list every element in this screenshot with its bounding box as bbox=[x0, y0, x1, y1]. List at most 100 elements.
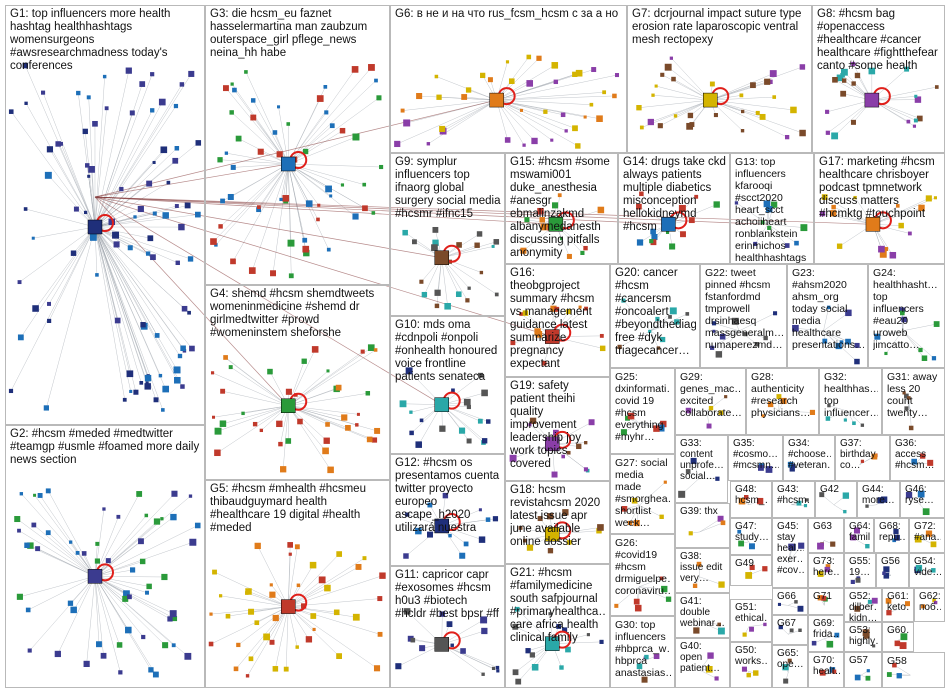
group-cell-g40: G40: open patient… bbox=[675, 638, 730, 688]
group-cell-g18: G18: hcsm revistahcsm 2020 latest issue … bbox=[505, 481, 610, 564]
group-label: G47: study… bbox=[735, 521, 768, 543]
group-cell-g22: G22: tweet pinned #hcsm fstanfordmd tmpr… bbox=[700, 264, 787, 368]
group-label: G60… bbox=[887, 625, 910, 636]
group-label: G44: more… bbox=[862, 484, 896, 506]
group-label: G16: theobgproject summary #hcsm vs mana… bbox=[510, 267, 606, 371]
group-cell-g23: G23: #ahsm2020 ahsm_org today social med… bbox=[787, 264, 868, 368]
group-cell-g25: G25: dxinformati… covid 19 #hcsm everyth… bbox=[610, 368, 675, 454]
group-label: G39: thx bbox=[680, 506, 726, 517]
group-cell-g68: G68: repu… bbox=[874, 518, 909, 553]
group-cell-g71: G71 bbox=[808, 588, 844, 615]
group-label: G21: #hcsm #familymedicine south safpjou… bbox=[510, 567, 606, 645]
group-cell-g10: G10: mds oma #cdnpoli #onpoli #onhealth … bbox=[390, 316, 505, 454]
group-cell-g65: G65: ope… bbox=[772, 645, 808, 688]
group-cell-g28: G28: authenticity #research physicians… bbox=[746, 368, 819, 435]
group-cell-g69: G69: frida… bbox=[808, 615, 844, 652]
group-label: G68: repu… bbox=[879, 521, 905, 543]
group-label: G40: open patient… bbox=[680, 641, 726, 674]
group-cell-g62: G62: поб… bbox=[914, 588, 945, 622]
group-cell-g51: G51: ethical… bbox=[730, 599, 772, 642]
group-label: G48: hcsm_… bbox=[735, 484, 768, 506]
group-cell-g50: G50: works… bbox=[730, 642, 772, 688]
group-cell-g54: G54: vide… bbox=[909, 553, 945, 588]
group-label: G9: symplur influencers top ifnaorg glob… bbox=[395, 156, 501, 221]
group-label: G12: #hcsm os presentamos cuenta twitter… bbox=[395, 457, 501, 535]
group-label: G62: поб… bbox=[919, 591, 941, 613]
group-cell-g8: G8: #hcsm bag #openaccess #healthcare #c… bbox=[812, 5, 945, 153]
group-label: G31: away less 20 count twenty… bbox=[887, 371, 941, 419]
group-cell-g53: G53: highly… bbox=[844, 622, 882, 652]
group-cell-g37: G37: birthday co… bbox=[835, 435, 890, 481]
group-cell-g45: G45: stay heal… exer… #cov… bbox=[772, 518, 808, 588]
group-label: G4: shemd #hcsm shemdtweets womeninmedic… bbox=[210, 288, 386, 340]
group-cell-g24: G24: healthhasht… top influencers #eau20… bbox=[868, 264, 945, 368]
group-label: G3: die hcsm_eu faznet hasselermartina m… bbox=[210, 8, 386, 60]
group-label: G19: safety patient theihi quality impro… bbox=[510, 380, 606, 471]
group-label: G11: capricor capr #exosomes #hcsm h0u3 … bbox=[395, 569, 501, 621]
group-cell-g14: G14: drugs take ckd always patients mult… bbox=[618, 153, 730, 264]
group-cell-g15: G15: #hcsm #some mswami001 duke_anesthes… bbox=[505, 153, 618, 264]
group-cell-g57: G57 bbox=[844, 652, 882, 688]
group-label: G38: issue edit very… bbox=[680, 551, 726, 584]
group-label: G58 bbox=[887, 655, 941, 667]
group-label: G14: drugs take ckd always patients mult… bbox=[623, 156, 726, 234]
group-label: G18: hcsm revistahcsm 2020 latest issue … bbox=[510, 484, 606, 549]
group-label: G37: birthday co… bbox=[840, 438, 886, 471]
group-cell-g16: G16: theobgproject summary #hcsm vs mana… bbox=[505, 264, 610, 377]
group-cell-g4: G4: shemd #hcsm shemdtweets womeninmedic… bbox=[205, 285, 390, 480]
group-label: G63 bbox=[813, 521, 840, 532]
group-cell-g61: G61: keto… bbox=[882, 588, 914, 622]
group-cell-g33: G33: content unprofe… social… bbox=[675, 435, 728, 503]
group-label: G35: #cosmo… #mcsmn… bbox=[733, 438, 779, 471]
group-cell-g35: G35: #cosmo… #mcsmn… bbox=[728, 435, 783, 481]
group-cell-g31: G31: away less 20 count twenty… bbox=[882, 368, 945, 435]
group-label: G65: ope… bbox=[777, 648, 804, 670]
group-label: G30: top influencers #hbprca_w… hbprca a… bbox=[615, 619, 671, 679]
group-cell-g34: G34: #choose… #veteran… bbox=[783, 435, 835, 481]
group-cell-g29: G29: genes_mac… excited collaborate… bbox=[675, 368, 746, 435]
group-cell-g3: G3: die hcsm_eu faznet hasselermartina m… bbox=[205, 5, 390, 285]
group-label: G5: #hcsm #mhealth #hcsmeu thibaudguymar… bbox=[210, 483, 386, 535]
group-label: G1: top influencers more health hashtag … bbox=[10, 8, 201, 73]
group-cell-g42: G42 bbox=[815, 481, 857, 518]
group-cell-g9: G9: symplur influencers top ifnaorg glob… bbox=[390, 153, 505, 316]
group-cell-g39: G39: thx bbox=[675, 503, 730, 548]
group-cell-g5: G5: #hcsm #mhealth #hcsmeu thibaudguymar… bbox=[205, 480, 390, 688]
group-cell-g11: G11: capricor capr #exosomes #hcsm h0u3 … bbox=[390, 566, 505, 688]
group-label: G22: tweet pinned #hcsm fstanfordmd tmpr… bbox=[705, 267, 783, 351]
group-label: G26: #covid19 #hcsm drmiguelpe… coronavi… bbox=[615, 537, 671, 597]
group-label: G20: cancer #hcsm #cancersm #oncoalert #… bbox=[615, 267, 696, 358]
group-cell-g17: G17: marketing #hcsm healthcare chrisboy… bbox=[814, 153, 945, 264]
group-label: G52: dilber… kidn… bbox=[849, 591, 878, 622]
group-label: G53: highly… bbox=[849, 625, 878, 647]
group-cell-g30: G30: top influencers #hbprca_w… hbprca a… bbox=[610, 616, 675, 688]
group-label: G24: healthhasht… top influencers #eau20… bbox=[873, 267, 941, 351]
group-cell-g56: G56 bbox=[876, 553, 909, 588]
group-label: G69: frida… bbox=[813, 618, 840, 640]
group-label: G72: #ana… bbox=[914, 521, 941, 543]
group-label: G56 bbox=[881, 556, 905, 567]
group-label: G43: #hcsm… bbox=[777, 484, 811, 506]
group-cell-g72: G72: #ana… bbox=[909, 518, 945, 553]
group-cell-g64: G64: family bbox=[844, 518, 874, 553]
group-label: G66 bbox=[777, 591, 804, 602]
group-label: G34: #choose… #veteran… bbox=[788, 438, 831, 471]
group-label: G7: dcrjournal impact suture type erosio… bbox=[632, 8, 808, 47]
group-label: G45: stay heal… exer… #cov… bbox=[777, 521, 804, 576]
group-label: G6: в не и на что rus_fcsm_hcsm с за а н… bbox=[395, 8, 623, 21]
group-cell-g48: G48: hcsm_… bbox=[730, 481, 772, 518]
group-label: G33: content unprofe… social… bbox=[680, 438, 724, 482]
group-cell-g1: G1: top influencers more health hashtag … bbox=[5, 5, 205, 425]
group-cell-g58: G58 bbox=[882, 652, 945, 688]
group-label: G67 bbox=[777, 618, 804, 629]
group-cell-g36: G36: access #hcsm… bbox=[890, 435, 945, 481]
group-cell-g6: G6: в не и на что rus_fcsm_hcsm с за а н… bbox=[390, 5, 627, 153]
group-cell-g70: G70: healt… bbox=[808, 652, 844, 688]
group-cell-g26: G26: #covid19 #hcsm drmiguelpe… coronavi… bbox=[610, 534, 675, 616]
group-cell-g73: G73: here… bbox=[808, 553, 844, 588]
group-label: G70: healt… bbox=[813, 655, 840, 677]
group-label: G32: healthhas… top influencer… bbox=[824, 371, 878, 419]
group-cell-g32: G32: healthhas… top influencer… bbox=[819, 368, 882, 435]
group-cell-g66: G66 bbox=[772, 588, 808, 615]
group-cell-g21: G21: #hcsm #familymedicine south safpjou… bbox=[505, 564, 610, 688]
